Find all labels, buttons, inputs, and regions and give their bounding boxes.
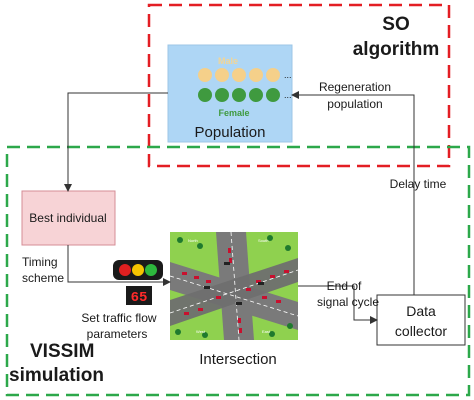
road-label-north: North bbox=[188, 238, 198, 243]
timing-scheme-line1: Timing bbox=[22, 255, 58, 269]
edge-population-to-best bbox=[64, 92, 168, 192]
set-flow-line1: Set traffic flow bbox=[81, 311, 156, 325]
female-ellipsis: ... bbox=[284, 90, 292, 100]
female-label: Female bbox=[218, 108, 249, 118]
intersection-map: North South West East bbox=[169, 231, 299, 341]
population-box: Male ... ... Female Population bbox=[167, 44, 293, 143]
vissim-simulation-region bbox=[5, 145, 471, 397]
edge-best-to-intersection bbox=[67, 245, 171, 286]
counter-display-icon: 65 bbox=[126, 286, 152, 306]
intersection-label: Intersection bbox=[199, 351, 277, 368]
signal-icons bbox=[204, 262, 264, 305]
data-collector-line2: collector bbox=[395, 323, 447, 339]
road-label-west: West bbox=[196, 329, 206, 334]
male-individual bbox=[249, 68, 263, 82]
end-cycle-line2: signal cycle bbox=[317, 295, 379, 309]
delay-time-label: Delay time bbox=[390, 177, 447, 191]
tree-icons bbox=[175, 235, 293, 338]
data-collector-line1: Data bbox=[406, 303, 436, 319]
vissim-title-line1: VISSIM bbox=[30, 341, 94, 362]
road-label-east: East bbox=[262, 329, 271, 334]
red-light-icon bbox=[119, 264, 131, 276]
female-individual bbox=[232, 88, 246, 102]
female-individuals bbox=[198, 88, 280, 102]
end-cycle-line1: End of bbox=[327, 279, 362, 293]
population-label: Population bbox=[195, 124, 266, 141]
male-individual bbox=[198, 68, 212, 82]
data-collector-box: Data collector bbox=[376, 294, 466, 346]
regeneration-label-line2: population bbox=[327, 97, 382, 111]
vehicle-icons bbox=[182, 248, 289, 333]
male-individual bbox=[266, 68, 280, 82]
edge-intersection-to-collector bbox=[298, 285, 378, 324]
best-individual-label: Best individual bbox=[29, 211, 106, 225]
female-individual bbox=[215, 88, 229, 102]
vissim-title-line2: simulation bbox=[9, 365, 104, 386]
so-algorithm-region bbox=[147, 3, 451, 168]
so-title-line2: algorithm bbox=[353, 39, 440, 60]
male-individual bbox=[232, 68, 246, 82]
male-individual bbox=[215, 68, 229, 82]
regeneration-label-line1: Regeneration bbox=[319, 80, 391, 94]
male-label: Male bbox=[218, 56, 238, 66]
timing-scheme-line2: scheme bbox=[22, 271, 64, 285]
yellow-light-icon bbox=[132, 264, 144, 276]
male-individuals bbox=[198, 68, 280, 82]
male-ellipsis: ... bbox=[284, 70, 292, 80]
set-flow-line2: parameters bbox=[87, 327, 148, 341]
green-light-icon bbox=[145, 264, 157, 276]
female-individual bbox=[249, 88, 263, 102]
so-title-line1: SO bbox=[382, 14, 409, 35]
road-label-south: South bbox=[258, 238, 268, 243]
counter-display-value: 65 bbox=[131, 290, 148, 306]
traffic-light-icon bbox=[113, 260, 163, 280]
edge-collector-to-population bbox=[291, 91, 415, 295]
female-individual bbox=[266, 88, 280, 102]
female-individual bbox=[198, 88, 212, 102]
best-individual-box: Best individual bbox=[21, 190, 116, 246]
